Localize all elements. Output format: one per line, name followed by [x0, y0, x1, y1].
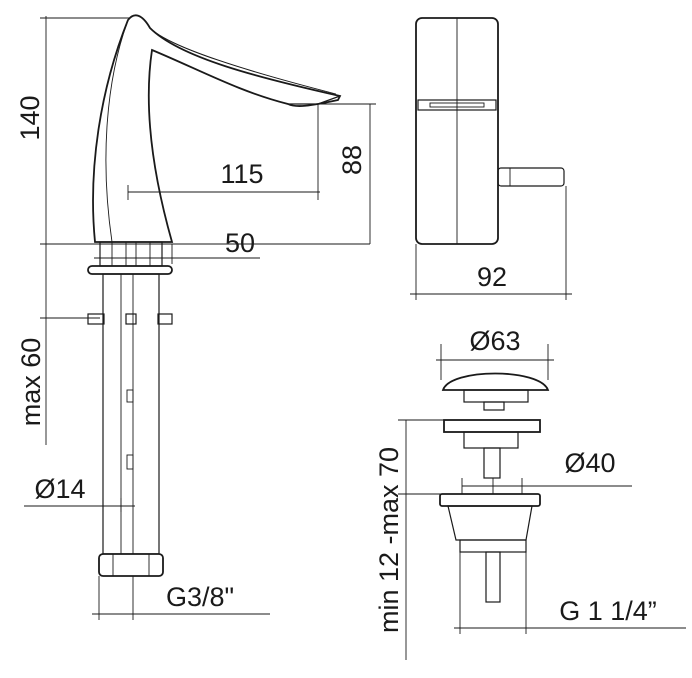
label-max-60: max 60	[16, 338, 46, 427]
fix-nut-mid	[125, 313, 137, 325]
label-115: 115	[220, 159, 263, 189]
aerator-slot	[429, 102, 485, 108]
label-g114: G 1 1/4”	[559, 596, 657, 626]
waste-flange	[443, 419, 541, 433]
tail-notch	[126, 454, 134, 470]
label-88: 88	[337, 145, 367, 175]
waste-body-top	[439, 493, 541, 507]
waste-cap	[441, 372, 550, 391]
tail-connector	[98, 553, 164, 577]
tap-shank	[102, 273, 160, 555]
flange-neck	[463, 431, 519, 449]
spout-outline	[92, 14, 342, 243]
label-g38: G3/8"	[166, 582, 234, 612]
flange-rod	[483, 447, 501, 479]
base-ring	[99, 241, 163, 267]
label-50: 50	[225, 228, 255, 258]
cap-stem-top	[463, 389, 529, 403]
tap-side-view: 140 max 60 115 88 50 Ø14 G3/8"	[15, 14, 376, 620]
waste-view: Ø63 Ø40 min 12 -max 70 G 1 1/4”	[374, 326, 686, 660]
label-d14: Ø14	[34, 474, 85, 504]
front-lever	[497, 167, 565, 187]
fix-nut-left	[87, 313, 105, 325]
fix-nut-right	[157, 313, 173, 325]
spout-inner-line	[105, 19, 129, 243]
label-d40: Ø40	[564, 448, 615, 478]
spout-edge-line	[149, 27, 337, 95]
waste-body	[447, 505, 533, 541]
label-92: 92	[477, 262, 507, 292]
tap-front-view: 92	[410, 17, 572, 300]
base-plate	[87, 265, 173, 275]
label-140: 140	[15, 95, 45, 140]
waste-spigot	[485, 551, 501, 603]
waste-collar	[459, 539, 527, 553]
label-d63: Ø63	[469, 326, 520, 356]
cap-stem	[483, 401, 505, 411]
label-range: min 12 -max 70	[374, 447, 404, 633]
front-aerator	[417, 99, 497, 111]
tail-notch-2	[126, 389, 134, 403]
